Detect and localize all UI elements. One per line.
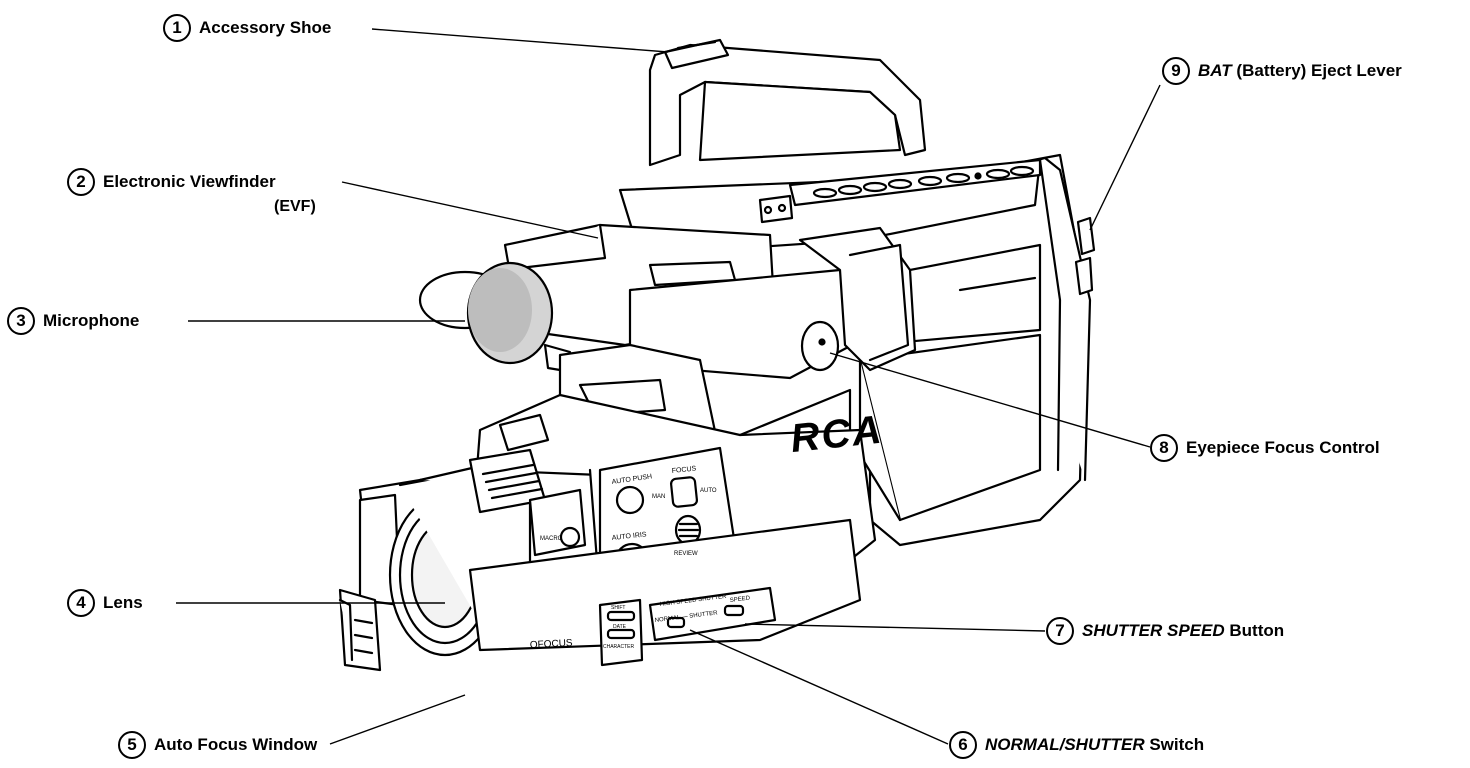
callout-number: 9	[1162, 57, 1190, 85]
callout-label-italic: BAT	[1198, 61, 1232, 80]
shift-mark: SHIFT	[611, 605, 625, 611]
callout-lens: 4 Lens	[67, 589, 143, 617]
callout-number: 2	[67, 168, 95, 196]
evf-housing	[503, 223, 917, 380]
callout-electronic-viewfinder: 2 Electronic Viewfinder	[67, 168, 276, 196]
macro-mark: MACRO	[540, 536, 563, 542]
man-mark: MAN	[652, 494, 665, 500]
battery-eject-lever	[1074, 216, 1096, 296]
callout-number: 5	[118, 731, 146, 759]
auto-mark: AUTO	[700, 488, 717, 494]
eyepiece-focus-knob	[800, 320, 840, 372]
callout-label-wrap: SHUTTER SPEED Button	[1082, 621, 1284, 641]
lens	[388, 463, 534, 657]
callout-number: 7	[1046, 617, 1074, 645]
callout-label: Switch	[1149, 735, 1205, 754]
accessory-shoe	[663, 38, 730, 70]
focus-mark: FOCUS	[671, 465, 696, 475]
callout-eyepiece-focus-control: 8 Eyepiece Focus Control	[1150, 434, 1380, 462]
leader-line-8	[829, 352, 1151, 448]
callout-label: Accessory Shoe	[199, 18, 332, 37]
leader-line-7	[744, 623, 1046, 632]
leader-line-6	[689, 629, 949, 745]
callout-label: Button	[1229, 621, 1285, 640]
callout-number: 4	[67, 589, 95, 617]
top-control-strip	[758, 158, 1042, 224]
brand-logo: RCA	[788, 408, 885, 461]
callout-label: Electronic Viewfinder	[103, 172, 276, 191]
callout-label: (Battery) Eject Lever	[1236, 61, 1402, 80]
callout-number: 3	[7, 307, 35, 335]
auto-iris-mark: AUTO IRIS	[611, 531, 647, 542]
bottom-front-panel	[468, 518, 862, 667]
callout-normal-shutter-switch: 6 NORMAL/SHUTTER Switch	[949, 731, 1204, 759]
callout-auto-focus-window: 5 Auto Focus Window	[118, 731, 317, 759]
callout-battery-eject-lever: 9 BAT (Battery) Eject Lever	[1162, 57, 1402, 85]
callout-label: Microphone	[43, 311, 140, 330]
microphone	[418, 261, 574, 374]
leader-lines	[176, 28, 1161, 745]
callout-number: 6	[949, 731, 977, 759]
callout-label-italic: NORMAL/SHUTTER	[985, 735, 1145, 754]
speed-mark: SPEED	[730, 595, 752, 604]
af-focus-mark: OFOCUS	[530, 638, 574, 651]
callout-label: Auto Focus Window	[154, 735, 318, 754]
leader-line-1	[371, 28, 669, 53]
character-mark: CHARACTER	[603, 644, 635, 650]
callout-label-wrap: NORMAL/SHUTTER Switch	[985, 735, 1204, 755]
callout-accessory-shoe: 1 Accessory Shoe	[163, 14, 331, 42]
callout-label: Eyepiece Focus Control	[1186, 438, 1380, 457]
callout-label-wrap: BAT (Battery) Eject Lever	[1198, 61, 1402, 81]
callout-label-italic: SHUTTER SPEED	[1082, 621, 1225, 640]
callout-number: 8	[1150, 434, 1178, 462]
date-mark: DATE	[613, 624, 627, 630]
callout-number: 1	[163, 14, 191, 42]
leader-line-9	[1089, 84, 1161, 231]
macro-panel	[528, 488, 587, 557]
callout-label: Lens	[103, 593, 143, 612]
callout-evf-sublabel: (EVF)	[274, 198, 316, 215]
leader-line-2	[341, 181, 599, 239]
callout-shutter-speed-button: 7 SHUTTER SPEED Button	[1046, 617, 1284, 645]
lens-hood-grill	[468, 448, 547, 514]
callout-microphone: 3 Microphone	[7, 307, 139, 335]
review-mark: REVIEW	[674, 551, 698, 557]
leader-line-5	[329, 694, 466, 745]
